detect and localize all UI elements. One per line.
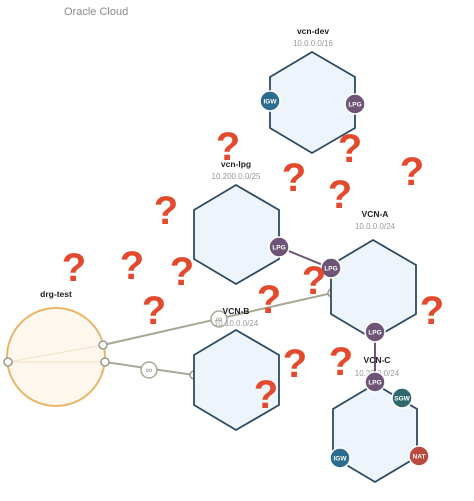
vcn-c-name: VCN-C <box>364 355 391 365</box>
vcn-c-nat-node[interactable]: NAT <box>408 445 430 467</box>
svg-text:∞: ∞ <box>216 314 222 324</box>
app-title: Oracle Cloud <box>64 6 129 18</box>
gateway-label: LPG <box>272 245 285 252</box>
question-mark: ? <box>120 244 144 288</box>
vcn-c-lpg-node[interactable]: LPG <box>364 371 386 393</box>
drg-attachment-dot[interactable] <box>3 357 13 367</box>
question-mark: ? <box>283 342 307 386</box>
question-mark: ? <box>216 125 240 169</box>
question-mark: ? <box>338 127 362 171</box>
question-mark: ? <box>154 189 178 233</box>
vcn-dev-lpg-node[interactable]: LPG <box>344 93 366 115</box>
question-mark: ? <box>400 150 424 194</box>
vcn-dev-igw-node[interactable]: IGW <box>259 90 281 112</box>
vcn-c-igw-node[interactable]: IGW <box>329 447 351 469</box>
vcn-dev-cidr: 10.0.0.0/16 <box>293 39 334 48</box>
gateway-label: SGW <box>394 396 410 403</box>
vcn-a-name: VCN-A <box>362 209 389 219</box>
vcn-a-cidr: 10.0.0.0/24 <box>355 222 396 231</box>
question-mark: ? <box>329 340 353 384</box>
vcn-b-hexagon[interactable] <box>193 328 280 432</box>
vcn-dev-name: vcn-dev <box>297 26 329 36</box>
question-mark: ? <box>420 289 444 333</box>
vcn-dev-hexagon[interactable] <box>269 50 356 155</box>
gateway-label: IGW <box>264 99 278 106</box>
vcn-b-cidr: 10.10.0.0/24 <box>214 319 259 328</box>
question-mark: ? <box>62 246 86 290</box>
link-icon: ∞ <box>210 310 228 328</box>
question-mark: ? <box>302 259 326 303</box>
question-mark-overlay: ???????????????? <box>62 125 444 417</box>
question-mark: ? <box>328 173 352 217</box>
question-mark: ? <box>170 250 194 294</box>
vcn-a-lpg-bottom-node[interactable]: LPG <box>364 321 386 343</box>
gateway-label: LPG <box>324 266 337 273</box>
vcn-a-lpg-top-node[interactable]: LPG <box>320 257 342 279</box>
svg-text:∞: ∞ <box>146 365 152 375</box>
vcn-b-name: VCN-B <box>223 306 250 316</box>
drg-attachment-dot[interactable] <box>100 357 110 367</box>
vcn-lpg-lpg-node[interactable]: LPG <box>268 236 290 258</box>
drg-attachment-dot[interactable] <box>98 340 108 350</box>
link-icon: ∞ <box>140 361 158 379</box>
gateway-label: NAT <box>413 454 426 461</box>
drg-node[interactable] <box>6 307 106 407</box>
vcn-lpg-name: vcn-lpg <box>221 159 251 169</box>
question-mark: ? <box>257 278 281 322</box>
gateway-label: IGW <box>334 456 348 463</box>
gateway-label: LPG <box>368 380 381 387</box>
gateway-label: LPG <box>368 330 381 337</box>
question-mark: ? <box>282 156 306 200</box>
vcn-lpg-hexagon[interactable] <box>193 183 280 286</box>
vcn-lpg-cidr: 10.200.0.0/25 <box>212 172 261 181</box>
gateway-label: LPG <box>348 102 361 109</box>
vcn-c-sgw-node[interactable]: SGW <box>391 387 413 409</box>
drg-label: drg-test <box>40 289 72 299</box>
vcn-c-hexagon[interactable] <box>332 382 418 484</box>
question-mark: ? <box>254 373 278 417</box>
question-mark: ? <box>142 289 166 333</box>
